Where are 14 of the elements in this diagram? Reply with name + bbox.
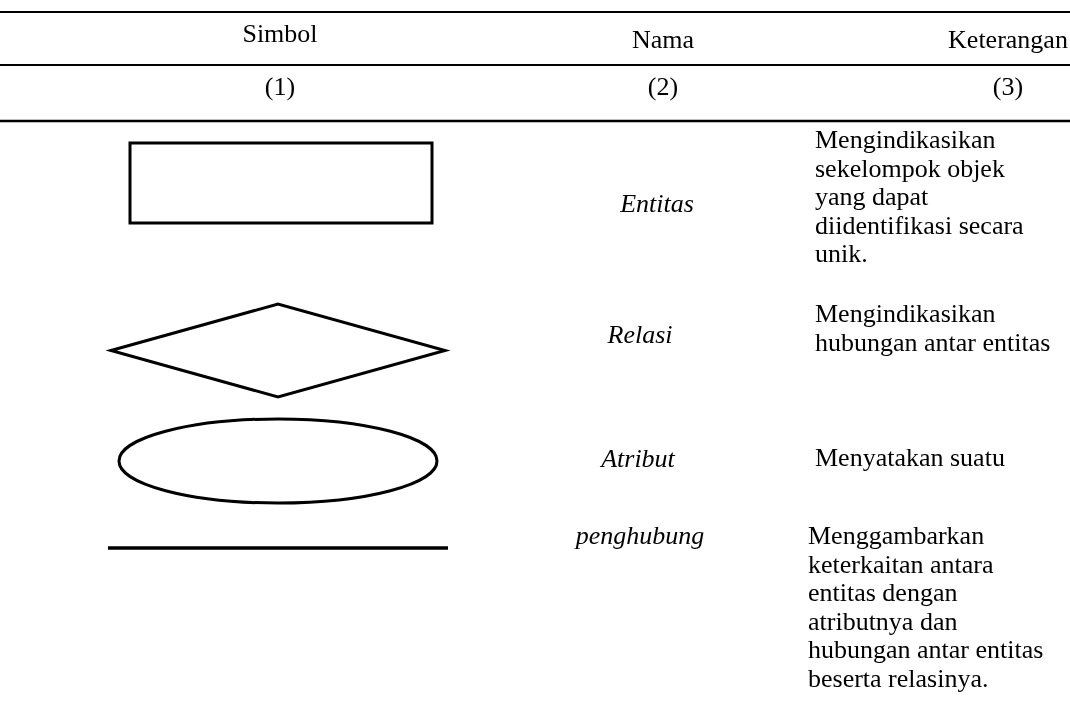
symbol-description: Mengindikasikan hubungan antar entitas [815,300,1052,358]
symbol-name: Relasi [606,321,674,350]
symbol-name: Entitas [619,190,695,219]
symbol-description: Menggambarkan keterkaitan antara entitas dengan atributnya dan hubungan antar entitas beserta relasinya. [808,522,1045,694]
symbol-description: Menyatakan suatu [815,444,1006,473]
column-header: Nama [630,26,696,55]
symbol-name: Atribut [599,445,676,474]
column-header: Keterangan [947,26,1069,55]
symbol-name: penghubung [573,522,706,551]
symbol-description: Mengindikasikan sekelompok objek yang dapat diidentifikasi secara unik. [815,126,1025,269]
column-number: (3) [991,73,1025,102]
column-number: (2) [646,73,680,102]
column-header: Simbol [241,20,319,49]
column-number: (1) [263,73,297,102]
